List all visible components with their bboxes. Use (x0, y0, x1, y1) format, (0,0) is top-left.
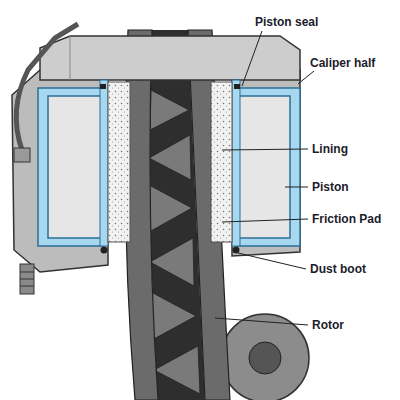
bridge-edge (70, 36, 71, 80)
part-label: Caliper half (310, 57, 375, 69)
brake-line (16, 24, 78, 150)
part-label: Piston seal (255, 16, 318, 28)
seals (100, 84, 240, 254)
part-label: Lining (312, 143, 348, 155)
part-label: Rotor (312, 319, 344, 331)
rotor-hub (221, 314, 309, 400)
caliper-half (12, 70, 108, 272)
backing-plate (100, 80, 108, 246)
friction-pad (211, 82, 232, 242)
piston (238, 88, 300, 246)
part-label: Dust boot (310, 263, 366, 275)
line-fitting (14, 148, 30, 162)
part-label: Piston (312, 181, 349, 193)
piston-bore (48, 96, 102, 238)
bleeder-thread (20, 272, 34, 286)
part-label: Friction Pad (312, 213, 381, 225)
caliper-half (232, 70, 300, 256)
leader-lines (215, 31, 314, 325)
bleeder-screw (20, 264, 34, 294)
piston (38, 88, 102, 246)
friction-pad (108, 82, 130, 242)
hub-bore (249, 342, 281, 374)
caliper-bridge (40, 36, 300, 80)
piston-bore (238, 96, 290, 238)
